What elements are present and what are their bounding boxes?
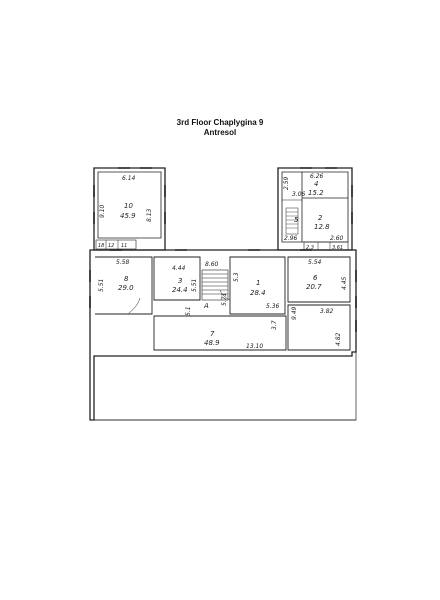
main-outline-lower [90, 352, 357, 421]
room2-width: 2.60 [330, 235, 344, 242]
room7-area: 48.9 [204, 339, 220, 347]
small-left-b: 12 [108, 243, 114, 249]
room8-height: 5.51 [98, 279, 105, 292]
cubicles-left [95, 239, 137, 250]
small-right-a: 2.3 [306, 245, 314, 251]
room2-area: 12.8 [314, 223, 330, 231]
room7-number: 7 [210, 330, 215, 338]
room4-area: 15.2 [308, 189, 324, 197]
plan-subtitle: Antresol [203, 128, 237, 137]
room9-height2: 9.49 [291, 306, 298, 320]
room3-area: 24.4 [172, 286, 188, 294]
room1-walls [229, 256, 286, 315]
room8-number: 8 [124, 275, 129, 283]
stair-steps [202, 273, 228, 295]
room7-width: 13.10 [246, 343, 263, 350]
room6-walls [287, 256, 351, 303]
room5-number: 5 [294, 216, 299, 224]
room10-height2: 8.13 [146, 208, 153, 222]
room8-area: 29.0 [118, 284, 134, 292]
plan-title: 3rd Floor Chaplygina 9 [176, 118, 264, 127]
room3-number: 3 [178, 277, 182, 285]
stair-small-steps [286, 211, 298, 229]
room10-area: 45.9 [120, 212, 136, 220]
room2-number: 2 [318, 214, 323, 222]
room6-number: 6 [313, 274, 318, 282]
room1-area: 28.4 [250, 289, 266, 297]
stair-label: A [203, 302, 209, 310]
door-arc [127, 297, 141, 315]
room6-height: 4.45 [341, 276, 348, 290]
cubicles-right [303, 241, 349, 251]
room6-width: 5.54 [308, 259, 322, 266]
room9-height: 4.82 [335, 332, 342, 346]
room4-number: 4 [314, 180, 318, 188]
mid-a: 5.71 [221, 293, 228, 306]
stair-well [201, 269, 229, 301]
room9-width: 3.82 [320, 308, 334, 315]
window-marks [89, 167, 357, 332]
stair-small [285, 207, 299, 235]
room8-width: 5.58 [116, 259, 130, 266]
mid-b: 5.1 [185, 306, 192, 316]
small-left-a: 18 [98, 243, 104, 249]
small-left-c: 11 [121, 243, 127, 249]
room10-width: 6.14 [122, 175, 136, 182]
room4-width2: 3.06 [292, 191, 306, 198]
small-right-b: 3.61 [332, 245, 343, 251]
room3-walls [153, 256, 201, 301]
room1-number: 1 [256, 279, 260, 287]
room5-height: 2.59 [283, 176, 290, 190]
room3-width: 4.44 [172, 265, 186, 272]
room5-width: 2.96 [284, 235, 298, 242]
room10-number: 10 [124, 202, 133, 210]
room9-walls [287, 304, 351, 351]
room7-height: 3.7 [271, 320, 278, 330]
wing-left-inner [97, 171, 162, 239]
room3-height: 5.51 [191, 279, 198, 292]
room8-walls [95, 256, 153, 315]
room1-height2: 5.36 [266, 303, 280, 310]
room1-width: 8.60 [205, 261, 219, 268]
room1-height: 5.3 [233, 272, 240, 282]
room6-area: 20.7 [306, 283, 322, 291]
room4-width: 6.26 [310, 173, 324, 180]
room10-height: 9.10 [99, 204, 106, 218]
door-arc [219, 289, 231, 301]
room7-walls [153, 315, 287, 351]
